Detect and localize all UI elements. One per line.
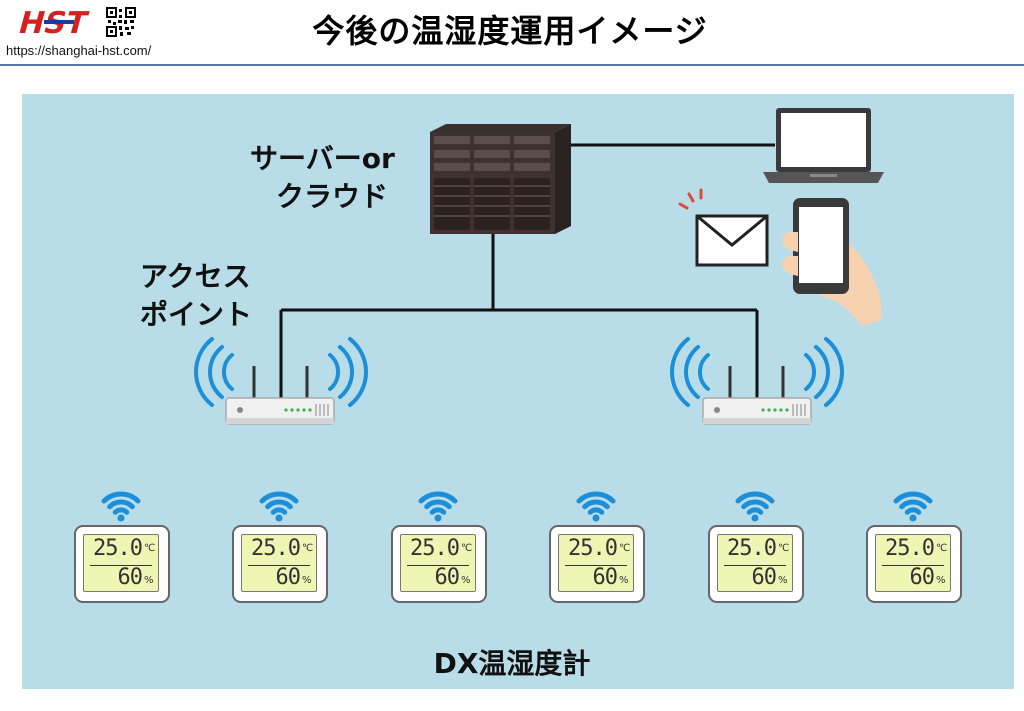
sensor-humidity-unit: % bbox=[461, 575, 471, 586]
connection-lines bbox=[279, 143, 775, 398]
wifi-icon bbox=[735, 491, 775, 522]
sensor-humidity: 60 bbox=[117, 565, 144, 590]
sensor-divider bbox=[882, 565, 944, 566]
sensor-divider bbox=[565, 565, 627, 566]
header-divider bbox=[0, 64, 1024, 66]
sensor-temperature: 25.0 bbox=[410, 536, 460, 561]
sensor-temperature-unit: ℃ bbox=[302, 543, 314, 554]
sensor-temperature-unit: ℃ bbox=[619, 543, 631, 554]
wifi-icon bbox=[418, 491, 458, 522]
sensor-humidity: 60 bbox=[751, 565, 778, 590]
sensor-temperature: 25.0 bbox=[727, 536, 777, 561]
hst-logo: HST bbox=[15, 6, 92, 38]
page-title: 今後の温湿度運用イメージ bbox=[312, 12, 708, 50]
server-label-line1: サーバーor bbox=[250, 142, 395, 175]
sensor-humidity-unit: % bbox=[936, 575, 946, 586]
router-icon bbox=[225, 366, 335, 425]
server-label: サーバーor クラウド bbox=[250, 140, 395, 216]
sensor-humidity: 60 bbox=[592, 565, 619, 590]
smartphone-icon bbox=[782, 198, 882, 326]
sensor-temperature: 25.0 bbox=[93, 536, 143, 561]
sensor-humidity-unit: % bbox=[144, 575, 154, 586]
server-rack-icon bbox=[430, 124, 571, 234]
qr-code-icon bbox=[106, 7, 136, 37]
sensor-temperature-unit: ℃ bbox=[144, 543, 156, 554]
sensor-divider bbox=[407, 565, 469, 566]
sensor-humidity-unit: % bbox=[778, 575, 788, 586]
access-point-label: アクセス ポイント bbox=[140, 258, 252, 334]
sensor-temperature-unit: ℃ bbox=[461, 543, 473, 554]
sensor-temperature: 25.0 bbox=[251, 536, 301, 561]
sensor-divider bbox=[248, 565, 310, 566]
sensor-temperature-unit: ℃ bbox=[778, 543, 790, 554]
wifi-icon bbox=[101, 491, 141, 522]
envelope-icon bbox=[678, 188, 769, 267]
sensor-label: DX温湿度計 bbox=[433, 647, 591, 680]
server-label-line2: クラウド bbox=[276, 180, 389, 213]
sensor-temperature-unit: ℃ bbox=[936, 543, 948, 554]
sensor-divider bbox=[724, 565, 786, 566]
sensor-temperature: 25.0 bbox=[568, 536, 618, 561]
router-icon bbox=[702, 366, 812, 425]
access-point-label-line2: ポイント bbox=[140, 298, 253, 331]
header: HST https://shanghai-hst.com/ 今後の温湿度運用イメ… bbox=[0, 0, 1024, 66]
laptop-icon bbox=[763, 108, 884, 183]
sensor-humidity-unit: % bbox=[619, 575, 629, 586]
sensor-divider bbox=[90, 565, 152, 566]
site-url[interactable]: https://shanghai-hst.com/ bbox=[6, 43, 152, 58]
sensor-humidity: 60 bbox=[434, 565, 461, 590]
access-point-label-line1: アクセス bbox=[140, 260, 251, 293]
wifi-icon bbox=[576, 491, 616, 522]
router-waves bbox=[194, 337, 844, 407]
sensor-humidity: 60 bbox=[909, 565, 936, 590]
sensor-humidity: 60 bbox=[275, 565, 302, 590]
sensor-temperature: 25.0 bbox=[885, 536, 935, 561]
wifi-icon bbox=[893, 491, 933, 522]
sensor-humidity-unit: % bbox=[302, 575, 312, 586]
wifi-icon bbox=[259, 491, 299, 522]
wifi-icons bbox=[101, 491, 933, 522]
